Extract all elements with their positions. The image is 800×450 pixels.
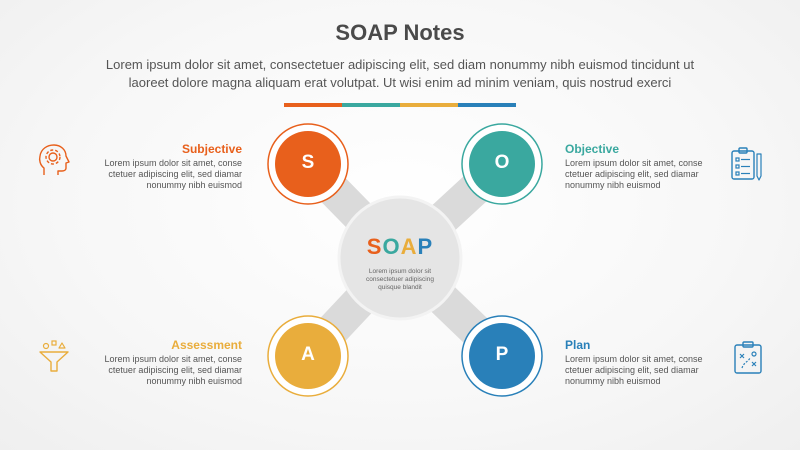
assessment-line-1: Lorem ipsum dolor sit amet, conse: [104, 354, 242, 364]
assessment-body: Lorem ipsum dolor sit amet, conse ctetue…: [92, 354, 242, 387]
circle-subjective: [275, 131, 341, 197]
funnel-icon: [39, 340, 69, 372]
objective-line-2: ctetuer adipiscing elit, sed diamar: [565, 169, 699, 179]
head-gear-icon: [38, 144, 70, 175]
center-letter-o: O: [382, 234, 401, 259]
center-soap-title: SOAP: [340, 234, 460, 260]
assessment-line-3: nonummy nibh euismod: [146, 376, 242, 386]
objective-line-3: nonummy nibh euismod: [565, 180, 661, 190]
letter-plan: P: [495, 344, 509, 365]
subjective-line-1: Lorem ipsum dolor sit amet, conse: [104, 158, 242, 168]
circle-objective: [469, 131, 535, 197]
circle-plan: [469, 323, 535, 389]
hub-circle: [337, 195, 463, 321]
intro-line-2: laoreet dolore magna aliquam erat volutp…: [128, 75, 672, 90]
subjective-line-2: ctetuer adipiscing elit, sed diamar: [108, 169, 242, 179]
plan-title: Plan: [565, 338, 591, 352]
objective-body: Lorem ipsum dolor sit amet, conse ctetue…: [565, 158, 715, 191]
intro-line-1: Lorem ipsum dolor sit amet, consectetuer…: [105, 57, 695, 72]
intro-text: Lorem ipsum dolor sit amet, consectetuer…: [60, 56, 740, 92]
color-divider: [284, 103, 516, 107]
assessment-title: Assessment: [171, 338, 242, 352]
strategy-board-icon: [734, 341, 762, 374]
divider-segment-objective: [342, 103, 400, 107]
center-body-text: Lorem ipsum dolor sit consectetuer adipi…: [356, 268, 444, 292]
divider-segment-plan: [458, 103, 516, 107]
divider-segment-subjective: [284, 103, 342, 107]
objective-line-1: Lorem ipsum dolor sit amet, conse: [565, 158, 703, 168]
plan-body: Lorem ipsum dolor sit amet, conse ctetue…: [565, 354, 715, 387]
plan-line-1: Lorem ipsum dolor sit amet, conse: [565, 354, 703, 364]
plan-line-3: nonummy nibh euismod: [565, 376, 661, 386]
center-letter-s: S: [366, 234, 383, 259]
plan-line-2: ctetuer adipiscing elit, sed diamar: [565, 365, 699, 375]
center-letter-p: P: [417, 234, 434, 259]
letter-subjective: S: [301, 152, 315, 173]
center-line-3: quisque blandit: [378, 284, 422, 291]
center-letter-a: A: [400, 234, 418, 259]
letter-assessment: A: [301, 344, 315, 365]
circle-assessment: [275, 323, 341, 389]
center-line-1: Lorem ipsum dolor sit: [368, 268, 432, 275]
subjective-line-3: nonummy nibh euismod: [146, 180, 242, 190]
center-line-2: consectetuer adipiscing: [366, 276, 434, 283]
subjective-title: Subjective: [181, 142, 242, 156]
checklist-clipboard-icon: [731, 147, 762, 181]
subjective-body: Lorem ipsum dolor sit amet, conse ctetue…: [92, 158, 242, 191]
letter-objective: O: [494, 152, 510, 173]
assessment-line-2: ctetuer adipiscing elit, sed diamar: [108, 365, 242, 375]
divider-segment-assessment: [400, 103, 458, 107]
objective-title: Objective: [565, 142, 620, 156]
page-title: SOAP Notes: [335, 20, 465, 45]
